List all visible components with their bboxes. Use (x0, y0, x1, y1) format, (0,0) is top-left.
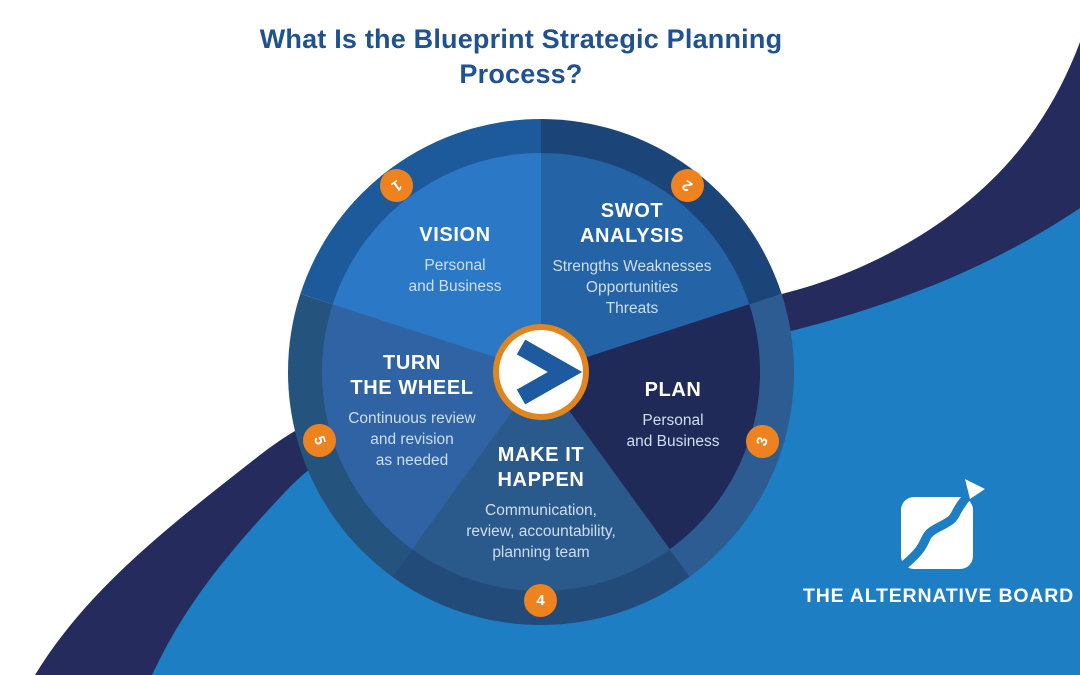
segment-title: TURN THE WHEEL (350, 352, 474, 399)
wheel-hub-circle (493, 324, 589, 420)
chevron-right-icon (516, 339, 583, 405)
segment-label-make-it-happen: MAKE IT HAPPEN Communication, review, ac… (431, 443, 651, 563)
segment-swot (541, 153, 750, 372)
logo-swoosh-curve (900, 486, 977, 570)
step-badge-4: 4 (524, 584, 557, 617)
segment-label-plan: PLAN Personal and Business (575, 378, 771, 452)
segment-plan (541, 304, 761, 550)
segment-label-swot: SWOT ANALYSIS Strengths Weaknesses Oppor… (520, 199, 744, 319)
step-number: 5 (310, 433, 329, 448)
segment-title: SWOT ANALYSIS (579, 200, 685, 247)
brand-name: THE ALTERNATIVE BOARD (803, 585, 1075, 607)
step-number: 3 (753, 434, 772, 449)
page-title: What Is the Blueprint Strategic Planning… (259, 24, 783, 89)
brand-logo: THE ALTERNATIVE BOARD (803, 476, 1075, 608)
step-number: 1 (388, 176, 405, 195)
step-number: 2 (679, 176, 696, 195)
step-number: 4 (536, 592, 545, 609)
segment-label-turn-the-wheel: TURN THE WHEEL Continuous review and rev… (302, 351, 522, 471)
segment-desc: Strengths Weaknesses Opportunities Threa… (552, 258, 712, 317)
swoosh-arrow-square-icon (900, 479, 985, 570)
segment-desc: Personal and Business (408, 257, 502, 295)
segment-label-vision: VISION Personal and Business (345, 223, 565, 297)
segment-title: VISION (419, 224, 491, 246)
segment-make-it-happen (412, 372, 670, 592)
segment-title: MAKE IT HAPPEN (497, 444, 585, 491)
segment-vision (332, 152, 541, 372)
segment-title: PLAN (644, 379, 702, 401)
segment-desc: Communication, review, accountability, p… (466, 502, 616, 561)
segment-desc: Continuous review and revision as needed (348, 410, 476, 469)
segment-turn-the-wheel (321, 304, 541, 550)
logo-arrowhead (965, 479, 985, 499)
segment-desc: Personal and Business (626, 412, 720, 450)
